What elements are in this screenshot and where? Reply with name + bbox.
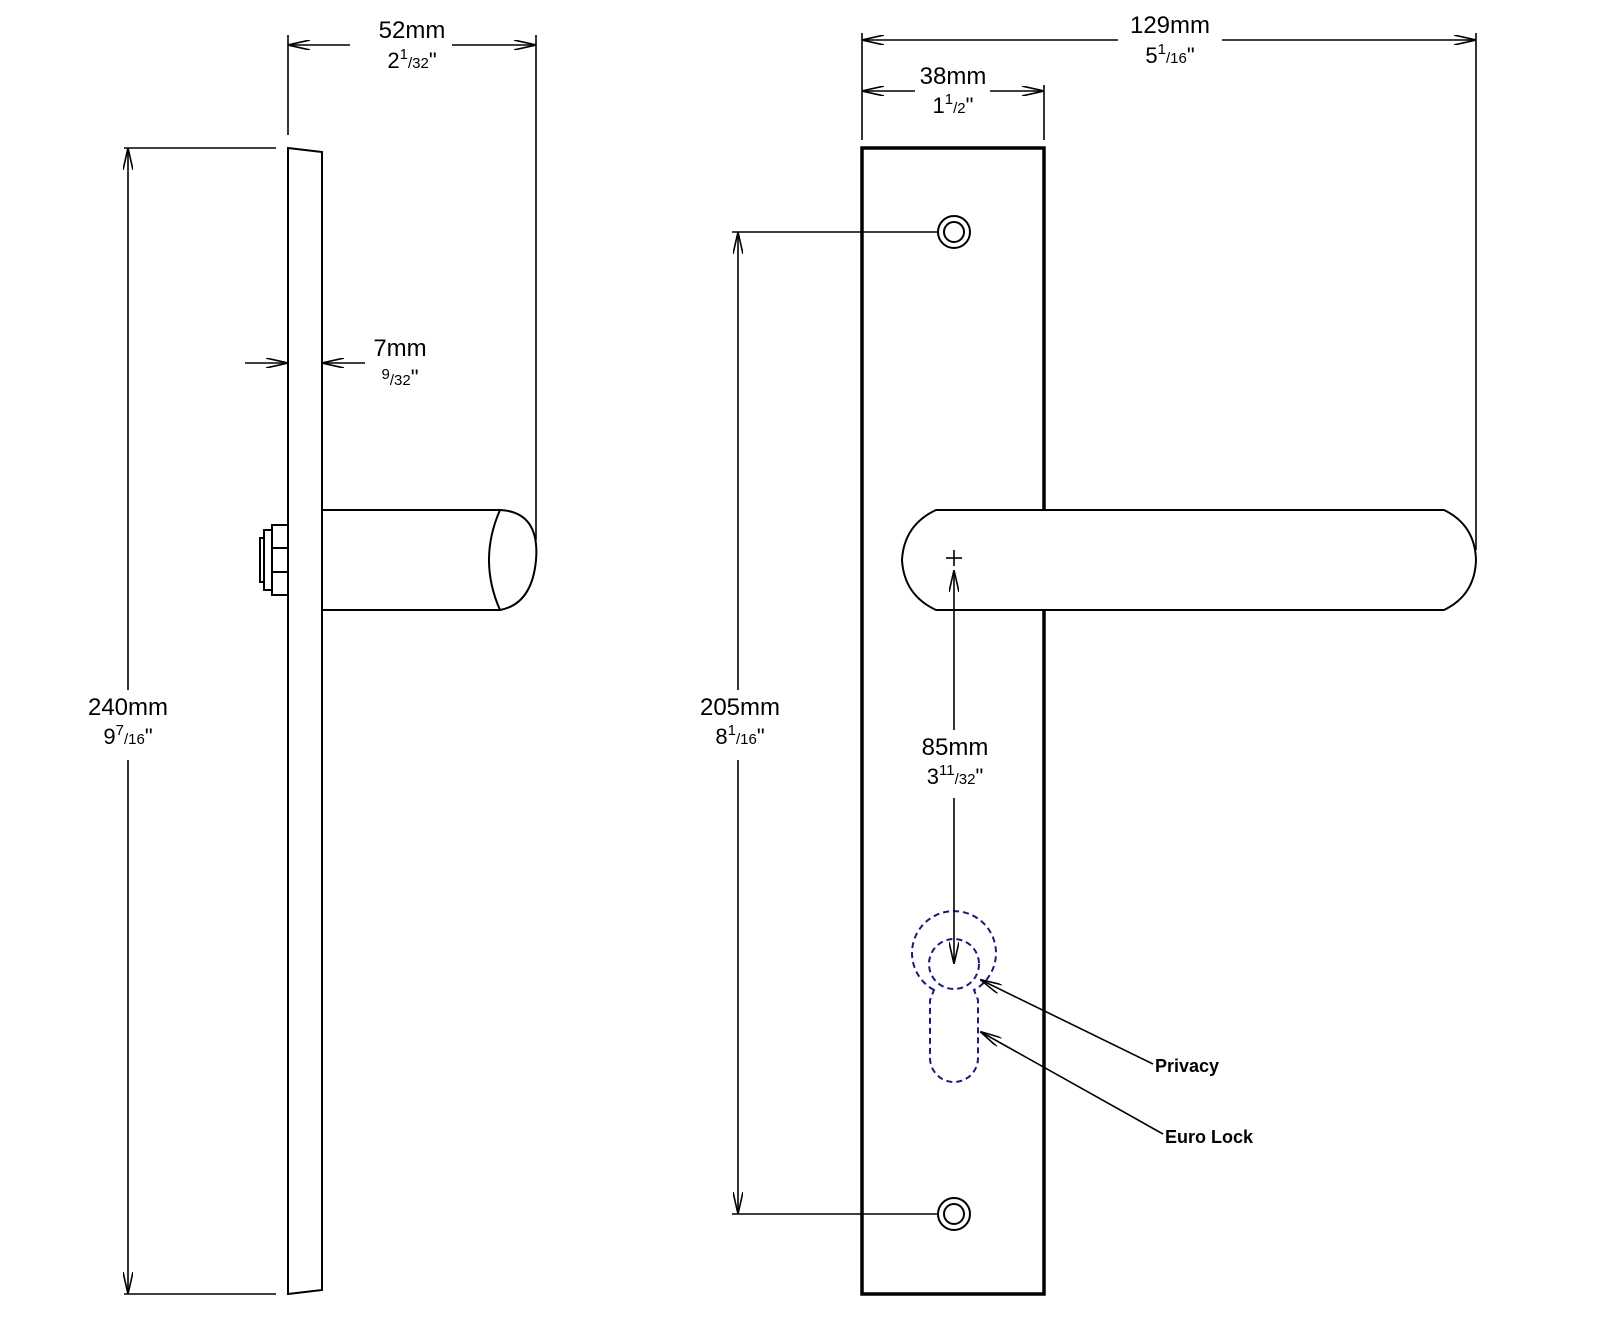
front-backplate (860, 146, 1046, 1296)
front-lever (900, 509, 1478, 611)
dim-thickness-mm: 7mm (373, 335, 426, 362)
dim-hole-spacing-inch: 81/16" (715, 722, 764, 749)
callout-euro-lock: Euro Lock (981, 1032, 1254, 1147)
front-view: Privacy Euro Lock 129mm 51/16" 38mm 11/2… (700, 12, 1478, 1296)
bottom-screw-hole (937, 1197, 971, 1231)
dim-height: 240mm 97/16" (88, 147, 276, 1295)
side-backplate (287, 146, 323, 1296)
side-lever-end-arc (488, 509, 501, 611)
dim-height-inch: 97/16" (103, 722, 152, 749)
euro-lock-outline (911, 910, 997, 1083)
side-lever (322, 509, 538, 611)
dim-plate-width-inch: 11/2" (933, 91, 974, 118)
dim-side-width-mm: 52mm (379, 17, 446, 44)
callout-euro-lock-label: Euro Lock (1165, 1127, 1254, 1147)
dim-thickness: 7mm 9/32" (245, 335, 427, 390)
dim-backset-inch: 311/32" (927, 762, 984, 789)
dim-height-mm: 240mm (88, 694, 168, 721)
dim-backset-mm: 85mm (922, 734, 989, 761)
dim-side-width: 52mm 21/32" (287, 17, 537, 540)
dim-total-width: 129mm 51/16" (861, 12, 1477, 550)
dim-total-width-mm: 129mm (1130, 12, 1210, 39)
dim-side-width-inch: 21/32" (387, 46, 436, 73)
lever-pivot-mark (946, 550, 962, 566)
dim-plate-width-mm: 38mm (920, 63, 987, 90)
dim-total-width-inch: 51/16" (1145, 41, 1194, 68)
privacy-outline (928, 938, 980, 990)
dim-hole-spacing: 205mm 81/16" (700, 231, 938, 1215)
top-screw-hole (937, 215, 971, 249)
dim-hole-spacing-mm: 205mm (700, 694, 780, 721)
dim-backset: 85mm 311/32" (922, 571, 989, 963)
side-view: 52mm 21/32" 7mm 9/32" 240mm 97/16" (88, 17, 538, 1296)
side-spindle (259, 524, 289, 596)
dim-plate-width: 38mm 11/2" (863, 63, 1045, 140)
callout-privacy-label: Privacy (1155, 1056, 1219, 1076)
callout-privacy: Privacy (981, 980, 1219, 1076)
dim-thickness-inch: 9/32" (381, 365, 418, 390)
